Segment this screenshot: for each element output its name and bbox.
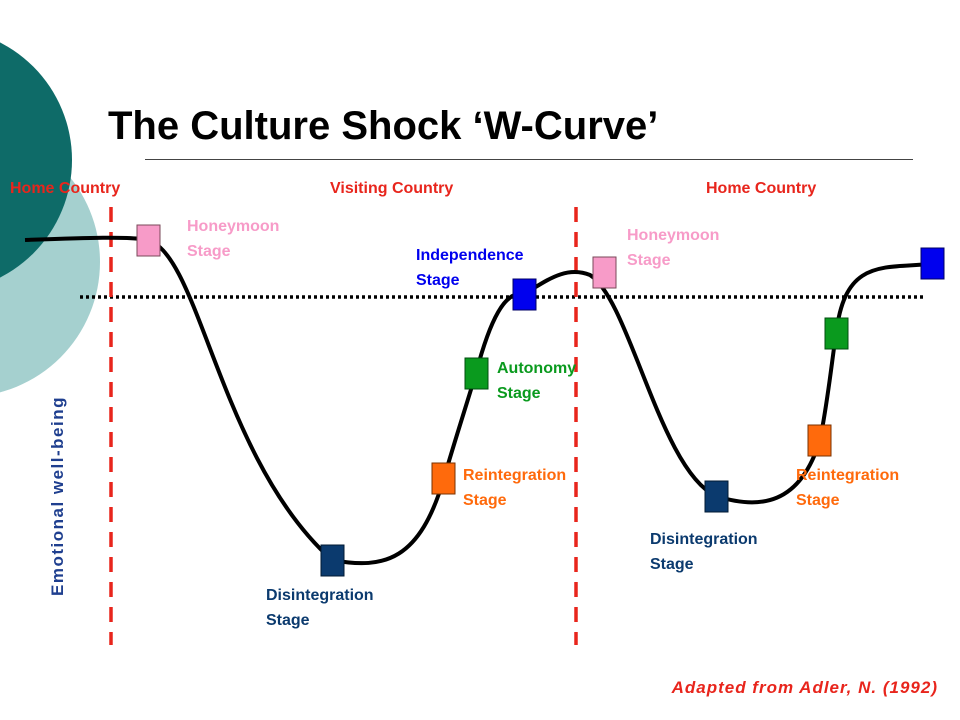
region-label-visiting-country: Visiting Country: [330, 180, 454, 197]
honeymoon-stage-marker-1: [136, 224, 161, 257]
region-label-home-country-1: Home Country: [10, 180, 121, 197]
reintegration-stage-marker-1: [431, 462, 456, 495]
region-label-home-country-2: Home Country: [706, 180, 817, 197]
independence-stage-marker-1: [512, 278, 537, 311]
autonomy-stage-marker-2: [824, 317, 849, 350]
independence-stage-marker-2: [920, 247, 945, 280]
disintegration-stage-marker-2: [704, 480, 729, 513]
autonomy-stage-marker-1: [464, 357, 489, 390]
title-underline: [145, 159, 913, 160]
honeymoon-stage-marker-2: [592, 256, 617, 289]
disintegration-stage-marker-1: [320, 544, 345, 577]
y-axis-label: Emotional well-being: [48, 395, 67, 597]
dark-teal-circle: [0, 42, 72, 278]
page-title: The Culture Shock ‘W-Curve’: [108, 104, 659, 148]
reintegration-stage-marker-2: [807, 424, 832, 457]
citation: Adapted from Adler, N. (1992): [671, 678, 938, 697]
